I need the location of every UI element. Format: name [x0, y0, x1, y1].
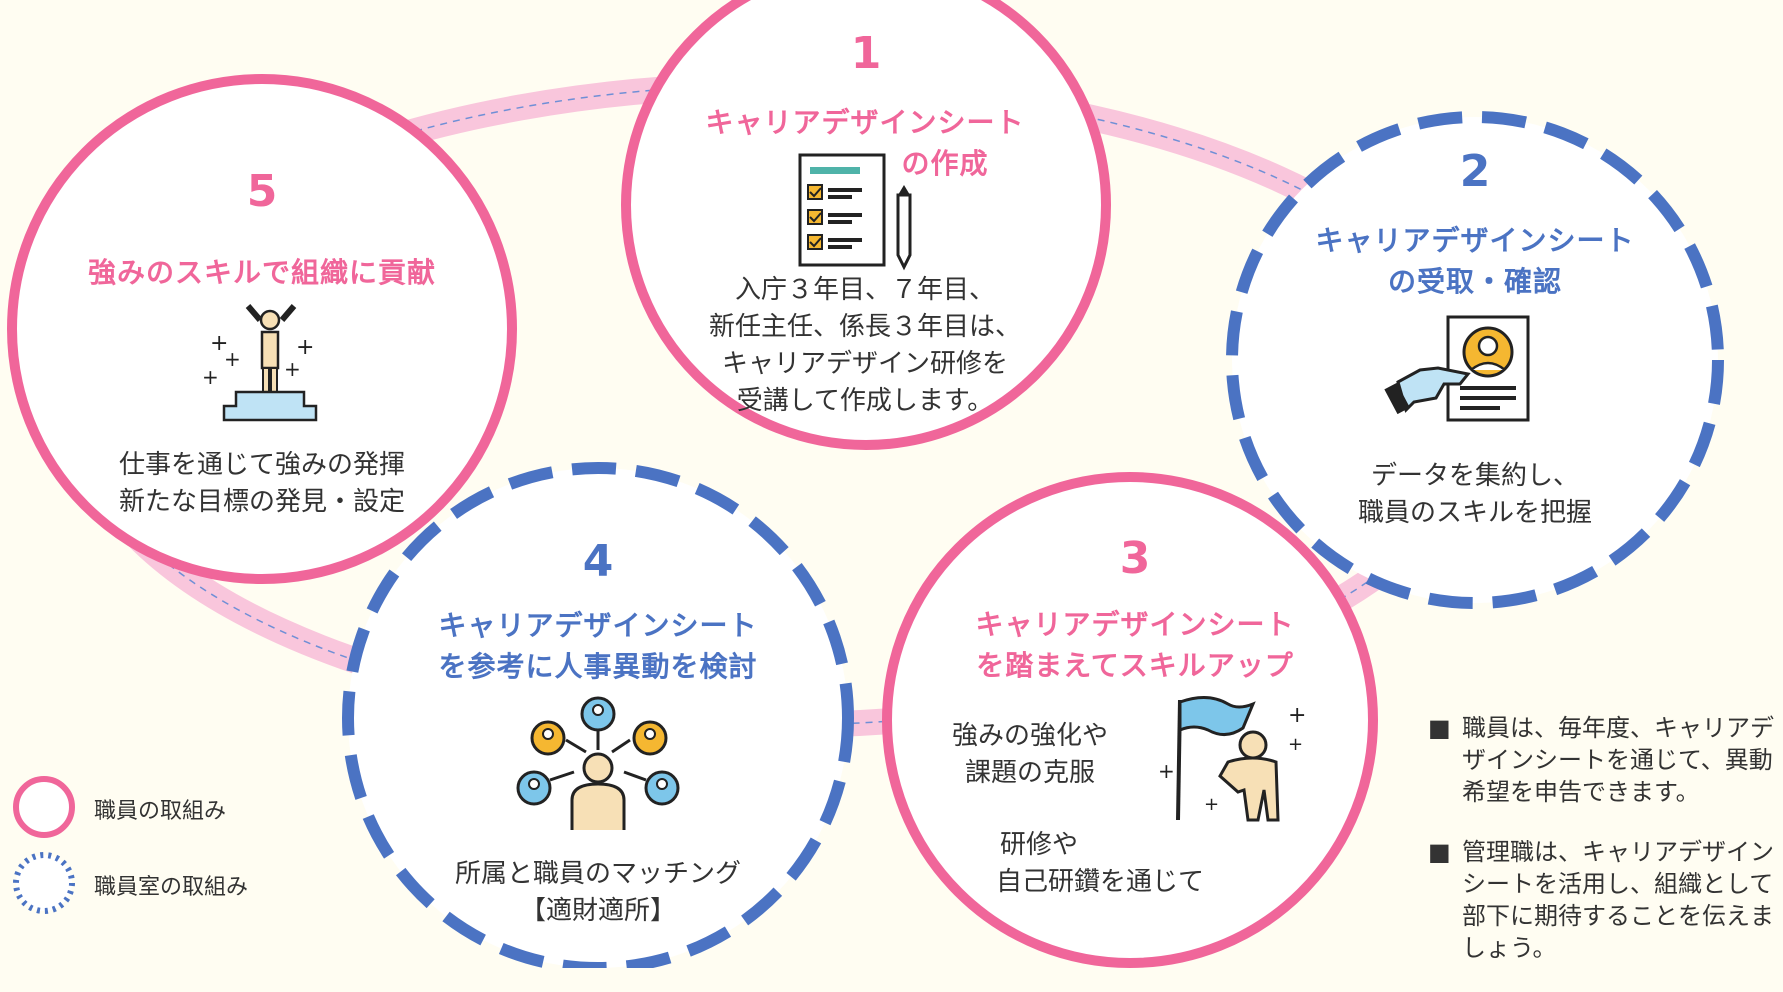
- step-3-body-b: 研修や 自己研鑽を通じて: [970, 827, 1230, 901]
- step-4-title: キャリアデザインシート を参考に人事異動を検討: [398, 605, 798, 687]
- step-5-number: 5: [246, 166, 278, 217]
- legend-item-office: 職員室の取組み: [80, 869, 248, 901]
- step-4-body: 所属と職員のマッチング 【適財適所】: [398, 856, 798, 930]
- legend-label-office: 職員室の取組み: [94, 875, 249, 900]
- step-2-number: 2: [1459, 146, 1491, 197]
- legend-label-staff: 職員の取組み: [94, 799, 227, 824]
- step-2-body-line-1: データを集約し、: [1370, 461, 1579, 491]
- step-3-title-line-2: を踏まえてスキルアップ: [976, 649, 1294, 682]
- step-5-circle: [7, 74, 517, 584]
- square-bullet-icon: ■: [1428, 714, 1451, 742]
- step-1-body-line-4: 受講して作成します。: [736, 386, 994, 416]
- note-item: ■ 職員は、毎年度、キャリアデザインシートを通じて、異動希望を申告できます。: [1428, 712, 1778, 808]
- step-4-body-line-1: 所属と職員のマッチング: [454, 859, 741, 889]
- note-text: 管理職は、キャリアデザインシートを活用し、組織として部下に期待することを伝えまし…: [1462, 838, 1774, 962]
- step-2-title-line-2: の受取・確認: [1387, 265, 1562, 298]
- step-4-title-line-2: を参考に人事異動を検討: [438, 650, 758, 683]
- step-3-body-line-2: 課題の克服: [964, 758, 1095, 788]
- step-4-number: 4: [582, 536, 614, 587]
- cycle-diagram: + + + + + + + + +: [7, 0, 1724, 968]
- step-3-title-line-1: キャリアデザインシート: [975, 608, 1295, 641]
- svg-text:+: +: [224, 347, 241, 371]
- svg-text:+: +: [202, 365, 219, 389]
- checklist-document-icon: [798, 153, 912, 271]
- step-1-number: 1: [850, 28, 882, 79]
- svg-text:+: +: [1158, 759, 1175, 783]
- step-1-body: 入庁３年目、７年目、 新任主任、係長３年目は、 キャリアデザイン研修を 受講して…: [665, 272, 1065, 420]
- step-5-body-line-2: 新たな目標の発見・設定: [118, 487, 405, 517]
- legend-solid-circle: [13, 776, 75, 838]
- step-3-body-line-4: 自己研鑽を通じて: [995, 867, 1204, 897]
- note-item: ■ 管理職は、キャリアデザインシートを活用し、組織として部下に期待することを伝え…: [1428, 836, 1778, 964]
- svg-text:+: +: [1288, 734, 1303, 755]
- step-1-body-line-2: 新任主任、係長３年目は、: [708, 312, 1021, 342]
- svg-text:+: +: [210, 331, 228, 356]
- step-3-body-a: 強みの強化や 課題の克服: [930, 718, 1130, 792]
- person-with-flag-icon: + + + +: [1158, 696, 1306, 822]
- step-3-body-line-1: 強みの強化や: [951, 721, 1108, 751]
- step-1-title: キャリアデザインシート の作成: [665, 102, 1065, 184]
- step-4-body-line-2: 【適財適所】: [519, 896, 676, 926]
- legend-dotted-circle: [13, 852, 75, 914]
- step-5-body-line-1: 仕事を通じて強みの発揮: [118, 450, 405, 480]
- step-2-title: キャリアデザインシート の受取・確認: [1275, 220, 1675, 302]
- square-bullet-icon: ■: [1428, 838, 1451, 866]
- step-4-title-line-1: キャリアデザインシート: [438, 609, 758, 642]
- step-2-body: データを集約し、 職員のスキルを把握: [1275, 458, 1675, 532]
- step-2-body-line-2: 職員のスキルを把握: [1357, 498, 1592, 528]
- svg-text:+: +: [284, 357, 301, 381]
- step-3-title: キャリアデザインシート を踏まえてスキルアップ: [935, 604, 1335, 686]
- step-1-title-line-1: キャリアデザインシート: [705, 106, 1025, 139]
- person-on-podium-icon: + + + + +: [202, 304, 318, 422]
- step-1-title-line-2: の作成: [901, 147, 989, 180]
- step-2-title-line-1: キャリアデザインシート: [1315, 224, 1635, 257]
- step-3-circle: [882, 472, 1378, 968]
- notes-panel: ■ 職員は、毎年度、キャリアデザインシートを通じて、異動希望を申告できます。 ■…: [1428, 712, 1778, 992]
- svg-text:+: +: [296, 335, 314, 360]
- legend-item-staff: 職員の取組み: [80, 793, 226, 825]
- hand-receiving-profile-icon: [1384, 315, 1530, 422]
- step-5-body: 仕事を通じて強みの発揮 新たな目標の発見・設定: [62, 447, 462, 521]
- step-1-body-line-3: キャリアデザイン研修を: [721, 349, 1008, 379]
- step-1-body-line-1: 入庁３年目、７年目、: [734, 275, 995, 305]
- svg-text:+: +: [1204, 794, 1219, 815]
- step-3-number: 3: [1119, 533, 1151, 584]
- svg-text:+: +: [1288, 703, 1306, 728]
- step-5-title: 強みのスキルで組織に貢献: [62, 252, 462, 293]
- people-network-icon: [516, 696, 680, 830]
- step-5-title-line-1: 強みのスキルで組織に貢献: [87, 256, 436, 289]
- step-3-body-line-3: 研修や: [1000, 830, 1079, 860]
- note-text: 職員は、毎年度、キャリアデザインシートを通じて、異動希望を申告できます。: [1462, 714, 1774, 806]
